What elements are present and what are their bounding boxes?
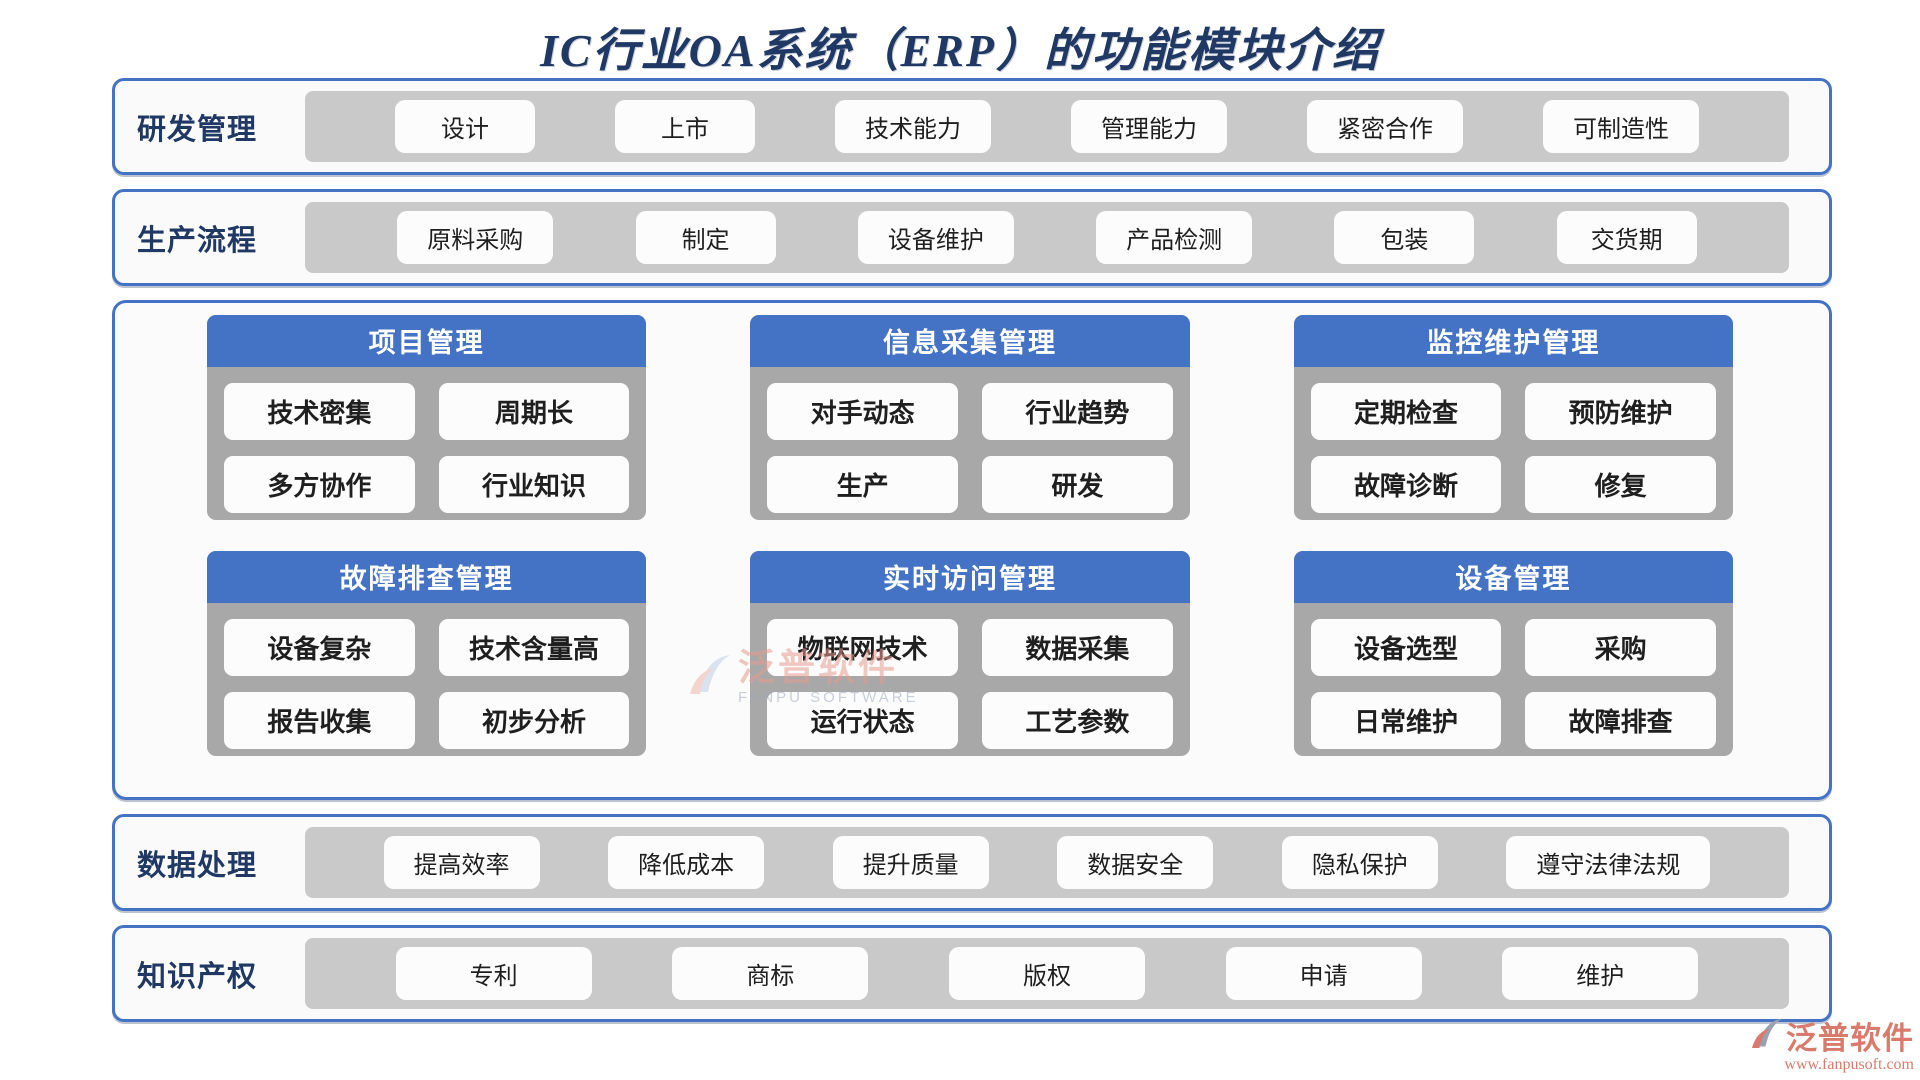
band-item-button[interactable]: 原料采购 — [397, 211, 554, 264]
card-item-button[interactable]: 预防维护 — [1525, 383, 1716, 440]
band-item-button[interactable]: 设备维护 — [857, 211, 1014, 264]
band-data-processing: 数据处理 提高效率 降低成本 提升质量 数据安全 隐私保护 遵守法律法规 — [112, 814, 1832, 911]
band-item-button[interactable]: 隐私保护 — [1281, 836, 1438, 889]
band-rnd-management: 研发管理 设计 上市 技术能力 管理能力 紧密合作 可制造性 — [112, 78, 1832, 175]
band-intellectual-property: 知识产权 专利 商标 版权 申请 维护 — [112, 925, 1832, 1022]
band-item-button[interactable]: 上市 — [615, 100, 755, 153]
card-items: 对手动态行业趋势生产研发 — [750, 367, 1189, 520]
card-title: 信息采集管理 — [750, 315, 1190, 367]
card-item-button[interactable]: 数据采集 — [981, 619, 1173, 676]
card-item-button[interactable]: 设备选型 — [1310, 619, 1502, 676]
watermark-url: www.fanpusoft.com — [1784, 1056, 1914, 1073]
card-item-button[interactable]: 周期长 — [438, 383, 630, 440]
band-item-button[interactable]: 技术能力 — [835, 100, 991, 153]
band-item-button[interactable]: 数据安全 — [1057, 836, 1214, 889]
band-item-button[interactable]: 遵守法律法规 — [1506, 836, 1711, 889]
card-item-button[interactable]: 故障诊断 — [1310, 456, 1502, 513]
band-item-button[interactable]: 产品检测 — [1096, 211, 1253, 264]
band-item-button[interactable]: 降低成本 — [608, 836, 765, 889]
card-item-button[interactable]: 研发 — [981, 456, 1173, 513]
card-items: 定期检查预防维护故障诊断修复 — [1294, 367, 1733, 520]
card-items: 设备复杂技术含量高报告收集初步分析 — [207, 603, 646, 756]
card-items: 技术密集周期长多方协作行业知识 — [207, 367, 646, 520]
card-title: 设备管理 — [1293, 551, 1733, 603]
card-item-button[interactable]: 多方协作 — [224, 456, 415, 513]
band-label-production: 生产流程 — [137, 224, 258, 257]
card-title: 实时访问管理 — [750, 551, 1190, 603]
card-item-button[interactable]: 故障排查 — [1525, 692, 1716, 749]
card-item-button[interactable]: 行业趋势 — [981, 383, 1173, 440]
card-item-button[interactable]: 运行状态 — [767, 692, 958, 749]
card-title: 监控维护管理 — [1293, 315, 1733, 367]
band-item-button[interactable]: 设计 — [395, 100, 535, 153]
band-item-button[interactable]: 提高效率 — [383, 836, 540, 889]
band-item-button[interactable]: 提升质量 — [832, 836, 989, 889]
card-realtime-access-management: 实时访问管理 物联网技术数据采集运行状态工艺参数 — [750, 551, 1190, 756]
card-project-management: 项目管理 技术密集周期长多方协作行业知识 — [207, 315, 647, 520]
card-title: 项目管理 — [207, 315, 647, 367]
band-production-process: 生产流程 原料采购 制定 设备维护 产品检测 包装 交货期 — [112, 189, 1832, 286]
modules-section: 项目管理 技术密集周期长多方协作行业知识 信息采集管理 对手动态行业趋势生产研发… — [112, 300, 1832, 800]
card-item-button[interactable]: 报告收集 — [224, 692, 415, 749]
card-info-collection-management: 信息采集管理 对手动态行业趋势生产研发 — [750, 315, 1190, 520]
card-item-button[interactable]: 生产 — [767, 456, 958, 513]
card-item-button[interactable]: 修复 — [1525, 456, 1716, 513]
page-title: IC行业OA系统（ERP）的功能模块介绍 — [540, 25, 1380, 76]
content-stack: 研发管理 设计 上市 技术能力 管理能力 紧密合作 可制造性 生产流程 原料采购 制定 设备维… — [112, 78, 1832, 1022]
watermark-corner: 泛普软件 www.fanpusoft.com — [1750, 1013, 1914, 1074]
band-items-rnd: 设计 上市 技术能力 管理能力 紧密合作 可制造性 — [305, 91, 1789, 162]
card-item-button[interactable]: 设备复杂 — [224, 619, 415, 676]
card-troubleshooting-management: 故障排查管理 设备复杂技术含量高报告收集初步分析 — [207, 551, 647, 756]
band-item-button[interactable]: 包装 — [1334, 211, 1475, 264]
band-item-button[interactable]: 维护 — [1502, 947, 1699, 1000]
card-title: 故障排查管理 — [207, 551, 647, 603]
band-item-button[interactable]: 制定 — [635, 211, 776, 264]
card-item-button[interactable]: 定期检查 — [1310, 383, 1502, 440]
card-item-button[interactable]: 工艺参数 — [981, 692, 1173, 749]
band-item-button[interactable]: 申请 — [1225, 947, 1422, 1000]
card-item-button[interactable]: 对手动态 — [767, 383, 958, 440]
card-monitoring-maintenance-management: 监控维护管理 定期检查预防维护故障诊断修复 — [1293, 315, 1733, 520]
band-items-ip: 专利 商标 版权 申请 维护 — [305, 938, 1789, 1009]
band-items-production: 原料采购 制定 设备维护 产品检测 包装 交货期 — [305, 202, 1789, 273]
card-item-button[interactable]: 日常维护 — [1310, 692, 1502, 749]
band-item-button[interactable]: 商标 — [672, 947, 869, 1000]
band-label-data: 数据处理 — [137, 849, 258, 882]
card-items: 物联网技术数据采集运行状态工艺参数 — [750, 603, 1189, 756]
band-label-ip: 知识产权 — [137, 960, 258, 993]
card-item-button[interactable]: 物联网技术 — [767, 619, 958, 676]
band-items-data: 提高效率 降低成本 提升质量 数据安全 隐私保护 遵守法律法规 — [305, 827, 1789, 898]
band-item-button[interactable]: 版权 — [948, 947, 1145, 1000]
band-item-button[interactable]: 专利 — [395, 947, 592, 1000]
band-item-button[interactable]: 紧密合作 — [1307, 100, 1463, 153]
card-item-button[interactable]: 技术含量高 — [438, 619, 630, 676]
card-items: 设备选型采购日常维护故障排查 — [1294, 603, 1733, 756]
card-item-button[interactable]: 行业知识 — [438, 456, 630, 513]
band-item-button[interactable]: 管理能力 — [1071, 100, 1227, 153]
card-item-button[interactable]: 初步分析 — [438, 692, 630, 749]
card-equipment-management: 设备管理 设备选型采购日常维护故障排查 — [1293, 551, 1733, 756]
band-item-button[interactable]: 交货期 — [1556, 211, 1697, 264]
band-label-rnd: 研发管理 — [137, 113, 258, 146]
band-item-button[interactable]: 可制造性 — [1543, 100, 1699, 153]
card-item-button[interactable]: 采购 — [1525, 619, 1716, 676]
card-item-button[interactable]: 技术密集 — [224, 383, 415, 440]
